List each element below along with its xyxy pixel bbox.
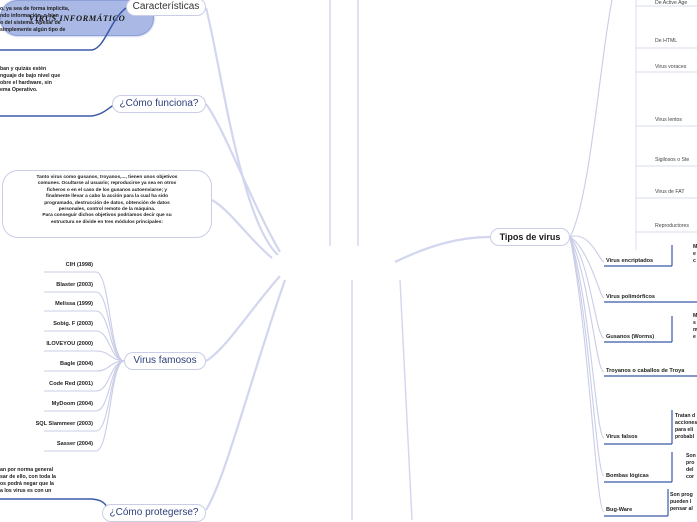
link-virus-famosos (205, 275, 281, 362)
text-line: Son prog (670, 492, 693, 498)
famoso-item[interactable]: Code Red (2001) (49, 381, 93, 387)
tipo-virus-polimorficos[interactable]: Virus polimórficos (606, 294, 656, 300)
text-line: sar de ello, con toda la (0, 474, 56, 480)
text-line: programado, destrucción de datos, obtenc… (44, 200, 170, 206)
tipos-label: Tipos de virus (499, 232, 561, 242)
famoso-item[interactable]: MyDoom (2004) (51, 401, 93, 407)
text-line: del (686, 467, 694, 473)
text-line: os podrá negar que la (0, 481, 54, 487)
text-line: pensar al (670, 506, 693, 512)
tipo-virus-falsos[interactable]: Virus falsos (606, 434, 638, 440)
famoso-item[interactable]: Blaster (2003) (56, 282, 93, 288)
text-line: ema Operativo. (0, 87, 38, 93)
text-line: simplemente algún tipo de (0, 27, 66, 33)
famoso-item[interactable]: Bagle (2004) (60, 361, 93, 367)
link-como-protegerse (205, 279, 287, 511)
text-line: Tratan d (675, 413, 696, 419)
text-line: estructura se divide en tres módulos pri… (51, 219, 163, 225)
famoso-item[interactable]: ILOVEYOU (2000) (46, 341, 93, 347)
node-caracteristicas[interactable]: Características (126, 0, 206, 16)
famoso-item[interactable]: Melissa (1999) (55, 301, 93, 307)
como-funciona-label: ¿Cómo funciona? (119, 98, 199, 109)
famoso-item[interactable]: Sobig. F (2003) (53, 321, 93, 327)
text-line: obre el hardware, sin (0, 80, 52, 86)
link-caracteristicas (204, 7, 279, 256)
tipo-top-item[interactable]: Virus de FAT (655, 189, 685, 195)
tipo-top-item[interactable]: De Active Age (655, 0, 688, 6)
tipo-bug-ware[interactable]: Bug-Ware (606, 507, 633, 513)
text-line: Para conseguir dichos objetivos podríamo… (42, 213, 172, 219)
underline-como-funciona (0, 103, 117, 117)
bombas-text: Son pro del cor (686, 453, 697, 481)
node-como-funciona[interactable]: ¿Cómo funciona? (112, 95, 206, 113)
text-line: probabl (675, 434, 695, 440)
caracteristicas-label: Características (132, 1, 200, 12)
famoso-item[interactable]: SQL Slammeer (2003) (35, 421, 93, 427)
text-line: a los virus es con un (0, 488, 52, 494)
text-line: e (693, 334, 696, 340)
bugware-text: Son prog pueden l pensar al (670, 492, 697, 513)
text-line: c (693, 258, 696, 264)
node-tipos-de-virus[interactable]: Tipos de virus (490, 228, 570, 246)
text-line: M (693, 244, 697, 250)
encriptados-text: M e c (693, 244, 697, 265)
caracteristicas-text: o, ya sea de forma implícita, ndo inform… (0, 6, 100, 34)
tipo-troyanos[interactable]: Troyanos o caballos de Troya (606, 368, 685, 374)
falsos-text: Tratan d acciones para eli probabl (675, 413, 697, 441)
text-line: an por norma general (0, 467, 54, 473)
link-tipos (394, 235, 491, 263)
tipo-gusanos[interactable]: Gusanos (Worms) (606, 334, 655, 340)
como-protegerse-text: an por norma general sar de ello, con to… (0, 467, 100, 495)
text-line: s (693, 320, 696, 326)
central-topic[interactable]: VIRUS INFORMÁTICO (0, 0, 154, 36)
node-virus-famosos[interactable]: Virus famosos (124, 352, 206, 370)
text-line: comunes. Ocultarse al usuario; reproduci… (37, 181, 177, 187)
text-line: e (693, 251, 696, 257)
text-line: o del sistema. Apesar de (0, 20, 61, 26)
text-line: acciones (675, 420, 697, 426)
link-como-funciona (205, 103, 281, 253)
text-line: m (693, 327, 697, 333)
objetivos-text: Tanto virus como gusanos, troyanos,..., … (9, 175, 205, 226)
text-line: finalmente llevar a cabo la acción para … (45, 194, 169, 200)
text-line: ban y quizás estén (0, 66, 47, 72)
node-objetivos[interactable]: Tanto virus como gusanos, troyanos,..., … (2, 170, 212, 238)
tipo-top-item[interactable]: Sigilosos o Ste (655, 157, 690, 163)
tipo-bombas-logicas[interactable]: Bombas lógicas (606, 473, 649, 479)
tipo-top-item[interactable]: Virus lentos (655, 117, 683, 123)
text-line: pueden l (670, 499, 692, 505)
underline-como-protegerse (0, 498, 108, 512)
tipo-top-item[interactable]: Reproductores (655, 223, 690, 229)
text-line: ficheros o en el caso de los gusanos aut… (46, 187, 168, 193)
text-line: personales, control remoto de la máquina… (58, 207, 156, 213)
text-line: cor (686, 474, 695, 480)
central-topic-label: VIRUS INFORMÁTICO (28, 13, 126, 23)
famoso-item[interactable]: Sasser (2004) (56, 441, 93, 447)
tipo-top-item[interactable]: De HTML (655, 38, 678, 44)
text-line: M (693, 313, 697, 319)
link-objetivos (211, 199, 273, 259)
text-line: ndo información, o bien (0, 13, 59, 19)
text-line: o, ya sea de forma implícita, (0, 6, 70, 12)
como-protegerse-label: ¿Cómo protegerse? (109, 507, 199, 518)
node-como-protegerse[interactable]: ¿Cómo protegerse? (102, 504, 206, 522)
text-line: Son (686, 453, 696, 459)
virus-famosos-label: Virus famosos (133, 355, 197, 366)
text-line: Tanto virus como gusanos, troyanos,..., … (36, 175, 178, 180)
underline-caracteristicas (0, 7, 127, 51)
tipo-virus-encriptados[interactable]: Virus encriptados (606, 258, 654, 264)
tipo-top-item[interactable]: Virus voraces (655, 64, 687, 70)
como-funciona-text: ban y quizás estén nguaje de bajo nivel … (0, 66, 100, 94)
gusanos-text: M s m e (693, 313, 697, 341)
famoso-item[interactable]: CIH (1998) (65, 262, 93, 268)
link-bottom-b (399, 279, 413, 520)
text-line: para eli (675, 427, 694, 433)
text-line: nguaje de bajo nivel que (0, 73, 61, 79)
text-line: pro (686, 460, 695, 466)
